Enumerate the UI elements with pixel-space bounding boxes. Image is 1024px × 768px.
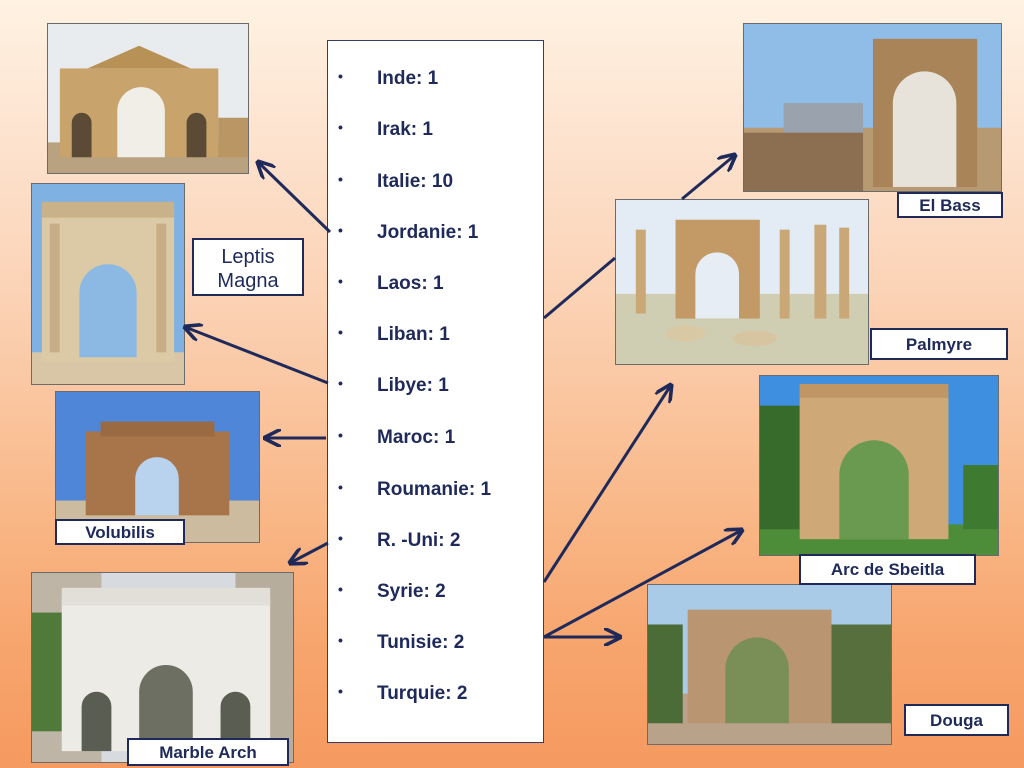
douga-label: Douga bbox=[904, 704, 1009, 736]
douga-photo bbox=[647, 584, 892, 745]
list-item: • Libye: 1 bbox=[328, 373, 545, 403]
arrow-to-jerash bbox=[258, 162, 332, 234]
list-item: • Tunisie: 2 bbox=[328, 630, 545, 660]
marble-arch-label-text: Marble Arch bbox=[159, 743, 257, 762]
list-item: • Liban: 1 bbox=[328, 322, 545, 352]
list-item: • Maroc: 1 bbox=[328, 425, 545, 455]
volubilis-label-text: Volubilis bbox=[85, 523, 155, 542]
bullet: • bbox=[338, 171, 343, 187]
list-item: • Turquie: 2 bbox=[328, 681, 545, 711]
arrow-to-sbeitla bbox=[543, 530, 742, 639]
el-bass-photo bbox=[743, 23, 1002, 192]
arrow-to-sbeitla-from-syrie bbox=[542, 385, 671, 583]
country-count: Tunisie: 2 bbox=[377, 632, 465, 653]
arrow-to-leptis bbox=[185, 327, 329, 385]
bullet: • bbox=[338, 375, 343, 391]
line-to-palmyre bbox=[543, 256, 616, 320]
volubilis-label: Volubilis bbox=[55, 519, 185, 545]
bullet: • bbox=[338, 119, 343, 135]
el-bass-label-text: El Bass bbox=[919, 196, 981, 215]
leptis-magna-photo bbox=[31, 183, 185, 385]
bullet: • bbox=[338, 222, 343, 238]
leptis-line-1: Leptis bbox=[221, 246, 275, 268]
arrow-to-marble-arch bbox=[290, 541, 329, 563]
leptis-magna-label: Leptis Magna bbox=[192, 238, 304, 296]
country-count: Laos: 1 bbox=[377, 273, 444, 294]
arc-de-sbeitla-label: Arc de Sbeitla bbox=[799, 554, 976, 585]
list-item: • Inde: 1 bbox=[328, 66, 545, 96]
country-count: Irak: 1 bbox=[377, 119, 433, 140]
bullet: • bbox=[338, 632, 343, 648]
country-count: Syrie: 2 bbox=[377, 581, 446, 602]
country-count: Inde: 1 bbox=[377, 68, 439, 89]
bullet: • bbox=[338, 324, 343, 340]
marble-arch-label: Marble Arch bbox=[127, 738, 289, 766]
bullet: • bbox=[338, 581, 343, 597]
list-item: • R. -Uni: 2 bbox=[328, 528, 545, 558]
bullet: • bbox=[338, 683, 343, 699]
arc-de-sbeitla-label-text: Arc de Sbeitla bbox=[830, 560, 945, 579]
country-count: Jordanie: 1 bbox=[377, 222, 479, 243]
list-item: • Laos: 1 bbox=[328, 271, 545, 301]
country-count: Libye: 1 bbox=[377, 375, 449, 396]
jerash-arch-photo bbox=[47, 23, 249, 174]
bullet: • bbox=[338, 479, 343, 495]
list-item: • Italie: 10 bbox=[328, 169, 545, 199]
country-count: Roumanie: 1 bbox=[377, 479, 492, 500]
bullet: • bbox=[338, 530, 343, 546]
palmyre-label-text: Palmyre bbox=[905, 335, 973, 354]
country-list-panel: • Inde: 1 • Irak: 1 • Italie: 10 • Jordanie:… bbox=[327, 40, 544, 743]
country-count: Maroc: 1 bbox=[377, 427, 456, 448]
country-count: Liban: 1 bbox=[377, 324, 450, 345]
list-item: • Syrie: 2 bbox=[328, 579, 545, 609]
palmyre-label: Palmyre bbox=[870, 328, 1008, 360]
el-bass-label: El Bass bbox=[897, 192, 1003, 218]
list-item: • Roumanie: 1 bbox=[328, 477, 545, 507]
leptis-line-2: Magna bbox=[217, 270, 279, 292]
sbeitla-photo bbox=[759, 375, 999, 556]
list-item: • Irak: 1 bbox=[328, 117, 545, 147]
marble-arch-photo bbox=[31, 572, 294, 763]
palmyre-photo bbox=[615, 199, 869, 365]
arrow-to-el-bass bbox=[681, 155, 735, 201]
bullet: • bbox=[338, 427, 343, 443]
list-item: • Jordanie: 1 bbox=[328, 220, 545, 250]
country-count: Turquie: 2 bbox=[377, 683, 468, 704]
country-count: Italie: 10 bbox=[377, 171, 454, 192]
douga-label-text: Douga bbox=[930, 711, 983, 730]
bullet: • bbox=[338, 68, 343, 84]
country-count: R. -Uni: 2 bbox=[377, 530, 461, 551]
bullet: • bbox=[338, 273, 343, 289]
